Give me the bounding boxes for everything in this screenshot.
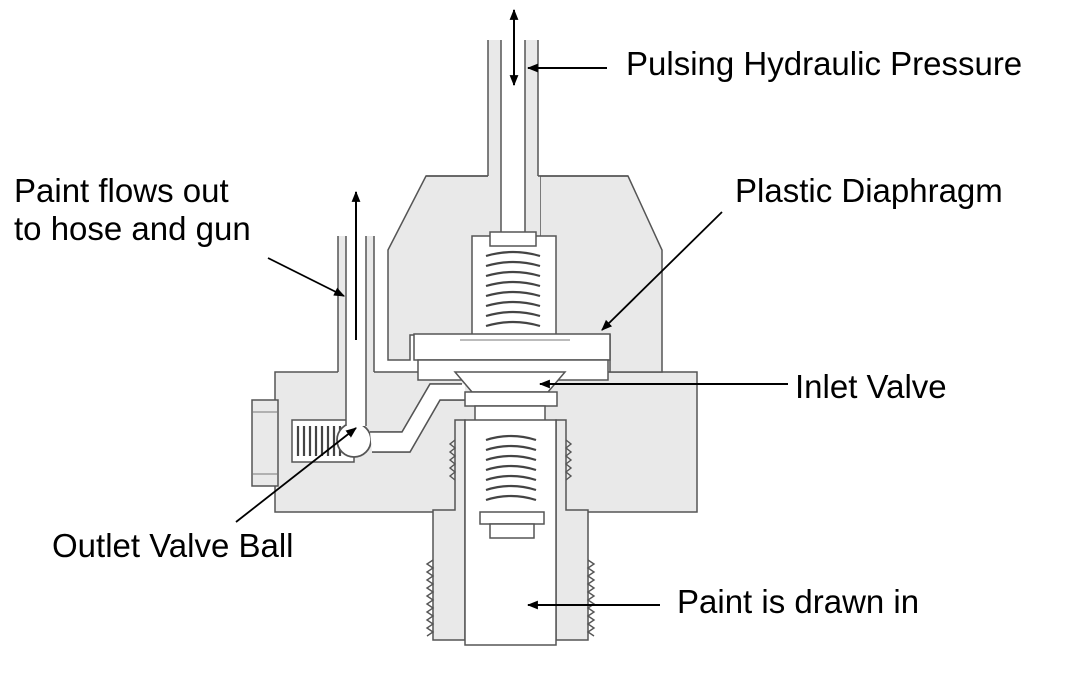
inlet-threads <box>425 439 596 637</box>
outlet-valve-ball-label: Outlet Valve Ball <box>52 527 294 564</box>
plastic-diaphragm-label: Plastic Diaphragm <box>735 172 1003 209</box>
inlet-spring <box>485 434 537 502</box>
outlet-plug <box>251 399 279 487</box>
outlet-ball-pointer <box>235 427 357 523</box>
diaphragm-pointer <box>601 211 723 331</box>
paint-out-label-line2: to hose and gun <box>14 210 251 247</box>
diaphragm-plate <box>413 333 611 361</box>
inlet-nut <box>479 511 545 525</box>
paint-out-label-line1: Paint flows out <box>14 172 229 209</box>
hydraulic-pressure-label: Pulsing Hydraulic Pressure <box>626 45 1023 82</box>
upper-spring <box>485 250 541 328</box>
paint-out-pointer <box>267 257 345 297</box>
paint-drawn-in-label: Paint is drawn in <box>677 583 920 620</box>
paint-out-label: Paint flows out to hose and gun <box>14 172 251 248</box>
inlet-valve-label: Inlet Valve <box>795 368 947 405</box>
upper-nut <box>489 231 537 247</box>
inlet-valve-seat <box>453 371 567 393</box>
